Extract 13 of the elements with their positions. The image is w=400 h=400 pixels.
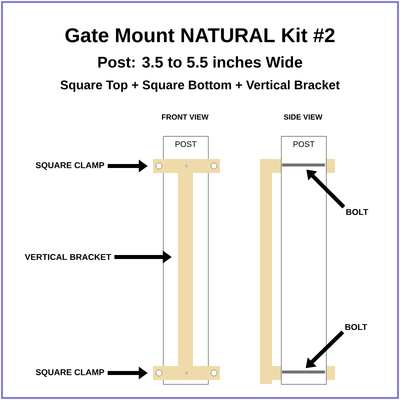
subtitle: Square Top + Square Bottom + Vertical Bracket — [60, 80, 340, 92]
square-clamp — [153, 366, 220, 380]
callout-label: SQUARE CLAMP — [36, 369, 104, 377]
subtitle: Post: 3.5 to 5.5 inches Wide — [98, 56, 302, 68]
callout-label: VERTICAL BRACKET — [24, 254, 112, 260]
post-box: POST — [281, 136, 327, 385]
title: Gate Mount NATURAL Kit #2 — [65, 28, 335, 42]
bolt — [282, 164, 325, 166]
callout-label: BOLT — [345, 324, 368, 330]
callout-label: BOLT — [346, 209, 368, 215]
callout-label: SQUARE CLAMP — [36, 162, 104, 170]
bolt — [282, 370, 325, 374]
square-clamp — [153, 159, 220, 173]
